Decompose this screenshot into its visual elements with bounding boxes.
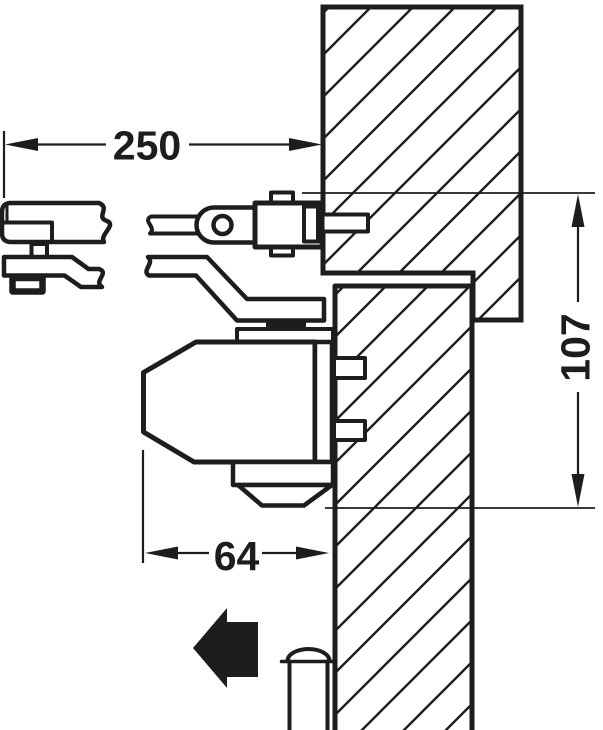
- door-fixing-screw-bottom: [332, 419, 367, 442]
- pivot-pin-hole: [211, 213, 234, 237]
- door-closer-body: [141, 327, 336, 508]
- closer-base-plate: [230, 459, 336, 488]
- frame-section: [320, 4, 524, 323]
- dimension-64: 64: [141, 450, 329, 579]
- door-fixing-screw-top: [332, 356, 367, 380]
- dimension-label-250: 250: [113, 123, 181, 169]
- slide-rail-outline: [0, 200, 113, 245]
- direction-arrow-icon: [193, 608, 258, 688]
- arrowhead-left-icon: [5, 138, 38, 151]
- closer-housing: [141, 339, 318, 465]
- arm-left-piece: [1, 254, 106, 295]
- spindle-dome: [285, 647, 332, 663]
- closer-arm-assembly: [146, 190, 325, 258]
- arrowhead-up-icon: [571, 194, 585, 227]
- pivot-link-outline: [194, 205, 261, 245]
- closer-back-plate: [312, 339, 335, 465]
- arm-left-outline: [1, 254, 106, 290]
- arrowhead-right-icon: [296, 546, 329, 560]
- dimension-label-107: 107: [553, 313, 599, 381]
- slide-rail-body: [0, 200, 113, 259]
- dimension-250: 250: [2, 123, 322, 198]
- arrowhead-down-icon: [571, 474, 585, 507]
- bent-arm: [144, 254, 327, 323]
- arm-left-block: [9, 274, 46, 295]
- dimension-107: 107: [553, 194, 599, 507]
- arm-rod: [146, 214, 202, 236]
- closer-bottom-cover: [235, 482, 335, 508]
- dimension-label-64: 64: [214, 533, 260, 579]
- frame-section-outline: [320, 4, 524, 323]
- arm-hub: [266, 320, 306, 331]
- arrowhead-left-icon: [145, 546, 178, 560]
- spindle-cylinder: [279, 647, 337, 730]
- slide-rail-inner-detail: [0, 220, 54, 244]
- bracket-inner-plate: [302, 204, 320, 244]
- spindle-shaft: [287, 659, 330, 730]
- frame-fixing-bolt: [315, 212, 370, 234]
- arrowhead-right-icon: [289, 138, 322, 151]
